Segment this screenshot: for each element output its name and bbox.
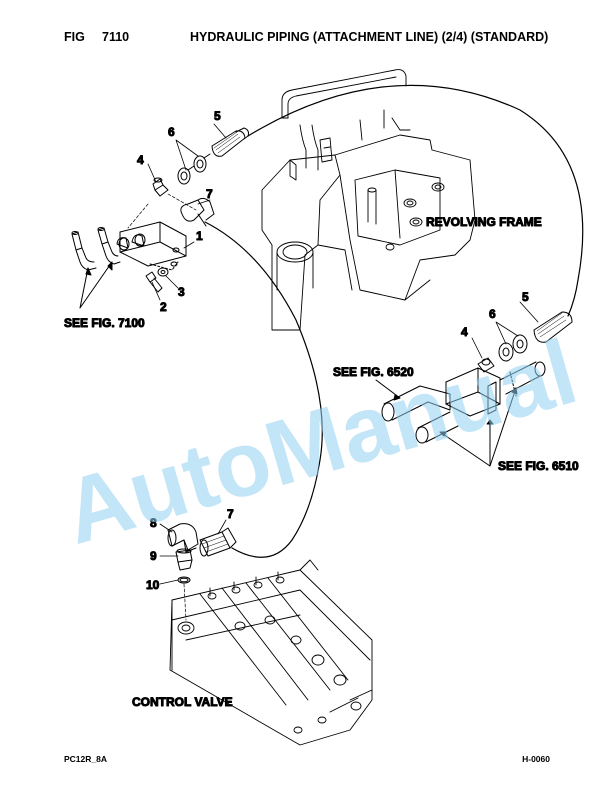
watermark: AutoManual [53,321,587,564]
adapter-9 [175,548,193,571]
fig-number: 7110 [102,30,130,44]
washer-3 [157,267,169,277]
callout-4-right: 4 [461,325,468,339]
callout-10: 10 [146,578,160,592]
page-title: HYDRAULIC PIPING (ATTACHMENT LINE) (2/4)… [190,30,549,44]
hose-clamps-right [498,334,528,362]
hose-lines [204,84,584,558]
callout-1: 1 [196,229,203,243]
block-assembly-1 [116,221,187,271]
callout-7-top: 7 [206,187,213,201]
callout-leaders [147,123,539,585]
connector-pipes-7100 [71,227,121,271]
label-revolving-frame: REVOLVING FRAME [426,215,542,229]
fitting-4-top [152,177,169,197]
label-see-fig-6510: SEE FIG. 6510 [498,459,579,473]
footer-page-code: H-0060 [522,754,550,764]
top-parts-group [71,127,249,309]
callout-7-bottom: 7 [227,507,234,521]
label-see-fig-6520: SEE FIG. 6520 [333,365,414,379]
elbow-7-top [180,197,215,227]
fitting-7-bottom [199,527,237,557]
o-ring-10 [177,576,191,584]
callout-5-top: 5 [214,109,221,123]
callout-6-top: 6 [168,125,175,139]
label-control-valve: CONTROL VALVE [132,695,233,709]
callout-6-right: 6 [489,307,496,321]
control-valve-drawing [169,559,373,746]
fig-label: FIG [64,30,85,44]
callout-8: 8 [150,516,157,530]
hose-protector-top [211,127,249,157]
revolving-frame-drawing [261,69,476,331]
valve-block [445,367,501,417]
hose-clamps-top [177,153,211,185]
bottom-parts-group [167,523,373,746]
callout-9: 9 [150,549,157,563]
callout-5-right: 5 [522,290,529,304]
label-see-fig-7100: SEE FIG. 7100 [64,316,145,330]
right-parts-group [375,311,573,467]
bolt-2 [145,271,163,293]
elbow-8 [167,523,199,553]
callout-4-top: 4 [137,153,144,167]
callout-2: 2 [160,300,167,314]
hose-protector-right [533,311,573,343]
callout-3: 3 [178,285,185,299]
footer-model-code: PC12R_8A [64,754,107,764]
connector-pipes-6510 [381,361,546,444]
